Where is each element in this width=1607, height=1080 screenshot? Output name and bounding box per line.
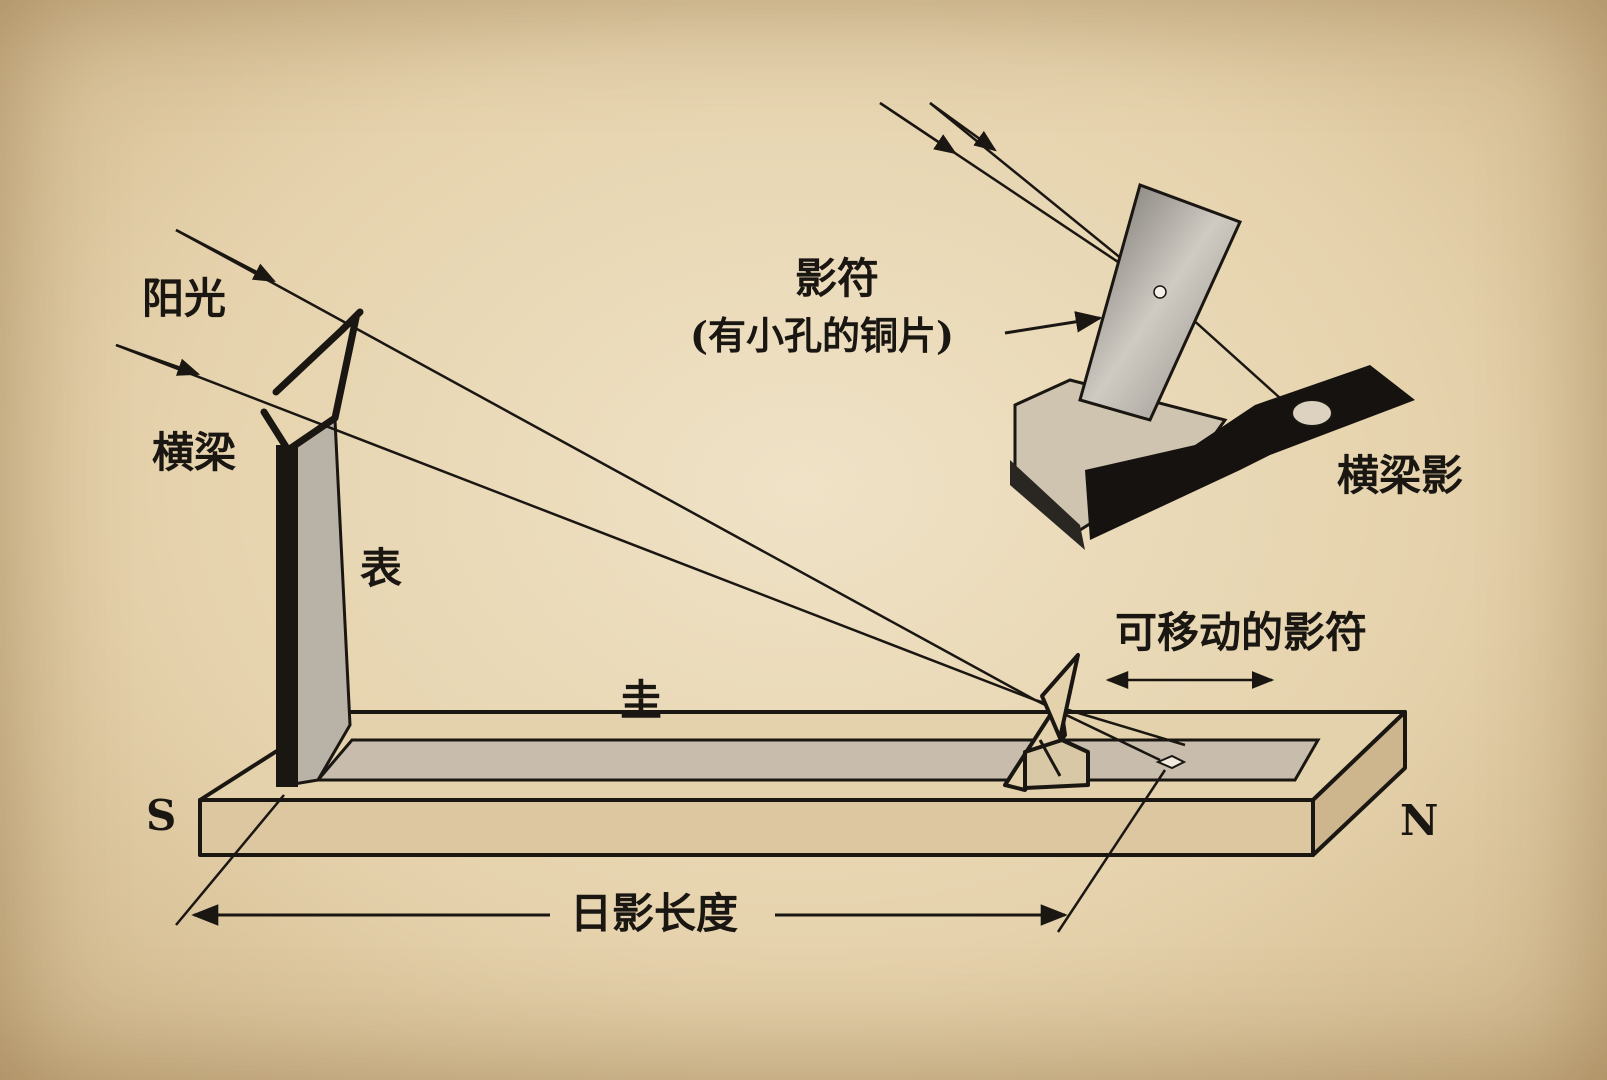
inset-shadow-marker [879, 101, 1415, 550]
label-movable-marker: 可移动的影符 [1115, 608, 1368, 657]
measure-lines [175, 769, 1167, 933]
label-south: S [146, 791, 177, 840]
crossbeam [260, 308, 364, 454]
label-sunlight: 阳光 [142, 274, 227, 323]
movable-shadow-marker [1003, 653, 1090, 792]
label-scale: 圭 [620, 676, 663, 725]
label-crossbeam: 横梁 [152, 428, 237, 477]
light-spot [1155, 754, 1187, 770]
label-crossbeam-shadow: 横梁影 [1337, 451, 1464, 500]
gnomon [276, 417, 352, 787]
label-shadow-marker: 影符 [795, 254, 880, 303]
scale-base [198, 710, 1407, 857]
sun-rays [115, 228, 1186, 762]
label-shadow-marker-note: (有小孔的铜片) [690, 313, 954, 358]
label-north: N [1400, 796, 1439, 845]
label-shadow-length: 日影长度 [570, 889, 739, 938]
label-gnomon: 表 [360, 544, 403, 593]
